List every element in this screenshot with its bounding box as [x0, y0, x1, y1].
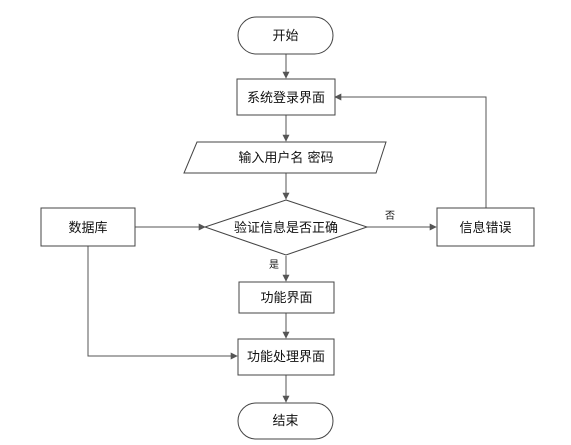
node-process-label: 功能处理界面 — [247, 350, 325, 365]
node-error-label: 信息错误 — [459, 220, 511, 236]
node-start: 开始 — [237, 16, 334, 55]
node-end-label: 结束 — [272, 414, 298, 429]
edge-label-no: 否 — [385, 210, 395, 222]
edge-database-process — [87, 246, 238, 360]
node-process: 功能处理界面 — [237, 338, 335, 376]
node-login-label: 系统登录界面 — [247, 91, 325, 106]
node-verify-label: 验证信息是否正确 — [234, 220, 338, 236]
node-input: 输入用户名 密码 — [183, 141, 387, 174]
edge-error-login — [334, 93, 487, 208]
edge-label-yes: 是 — [269, 259, 279, 271]
node-input-label: 输入用户名 密码 — [238, 150, 333, 166]
node-error: 信息错误 — [436, 207, 535, 247]
node-verify: 验证信息是否正确 — [203, 199, 369, 256]
node-start-label: 开始 — [272, 29, 298, 44]
node-end: 结束 — [237, 402, 334, 440]
node-function-label: 功能界面 — [260, 291, 312, 306]
node-function: 功能界面 — [238, 281, 335, 314]
node-database-label: 数据库 — [68, 220, 107, 236]
connectors — [87, 54, 487, 403]
node-login: 系统登录界面 — [236, 78, 336, 116]
node-database: 数据库 — [40, 207, 136, 247]
